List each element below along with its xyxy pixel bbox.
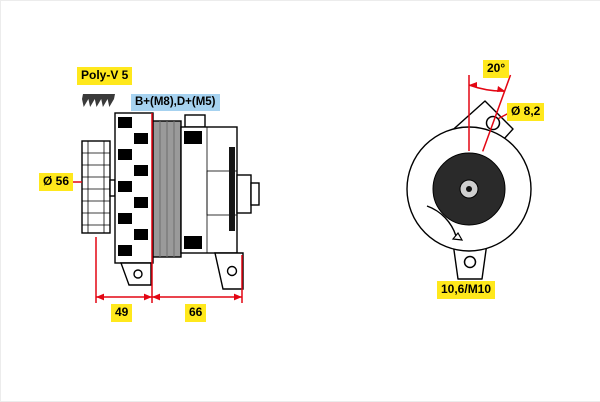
rear-housing-rib xyxy=(229,147,235,231)
shaft-center xyxy=(459,179,479,199)
rear-mounting-foot xyxy=(214,252,244,290)
b-plus-terminal xyxy=(236,174,260,214)
alternator-rear-view xyxy=(406,74,532,280)
front-bracket xyxy=(114,112,154,264)
shaft xyxy=(109,179,116,197)
mount-hole xyxy=(463,255,477,269)
terminals-label: B+(M8),D+(M5) xyxy=(131,94,220,111)
lug-angle-label: 20° xyxy=(483,60,510,78)
dimension-49-label: 49 xyxy=(111,304,133,322)
stator xyxy=(152,120,182,258)
front-mounting-foot xyxy=(120,262,152,286)
alternator-side-view xyxy=(73,94,260,303)
cooling-vents xyxy=(118,117,148,256)
rear-housing xyxy=(180,126,238,254)
lug-hole-diameter-label: Ø 8,2 xyxy=(507,103,545,121)
angle-dimension xyxy=(468,74,512,152)
dimension-66-label: 66 xyxy=(185,304,207,322)
pulley xyxy=(81,140,111,234)
lug-hole-leader xyxy=(498,112,509,120)
pulley-diameter-label: Ø 56 xyxy=(39,173,74,191)
dimension-lines xyxy=(73,113,243,303)
belt-type-label: Poly-V 5 xyxy=(77,67,133,85)
rotation-direction-arrow-icon xyxy=(426,205,464,241)
terminal-stud xyxy=(184,114,206,128)
poly-v-belt-profile-icon xyxy=(82,94,115,107)
mount-hole-label: 10,6/M10 xyxy=(437,281,496,299)
